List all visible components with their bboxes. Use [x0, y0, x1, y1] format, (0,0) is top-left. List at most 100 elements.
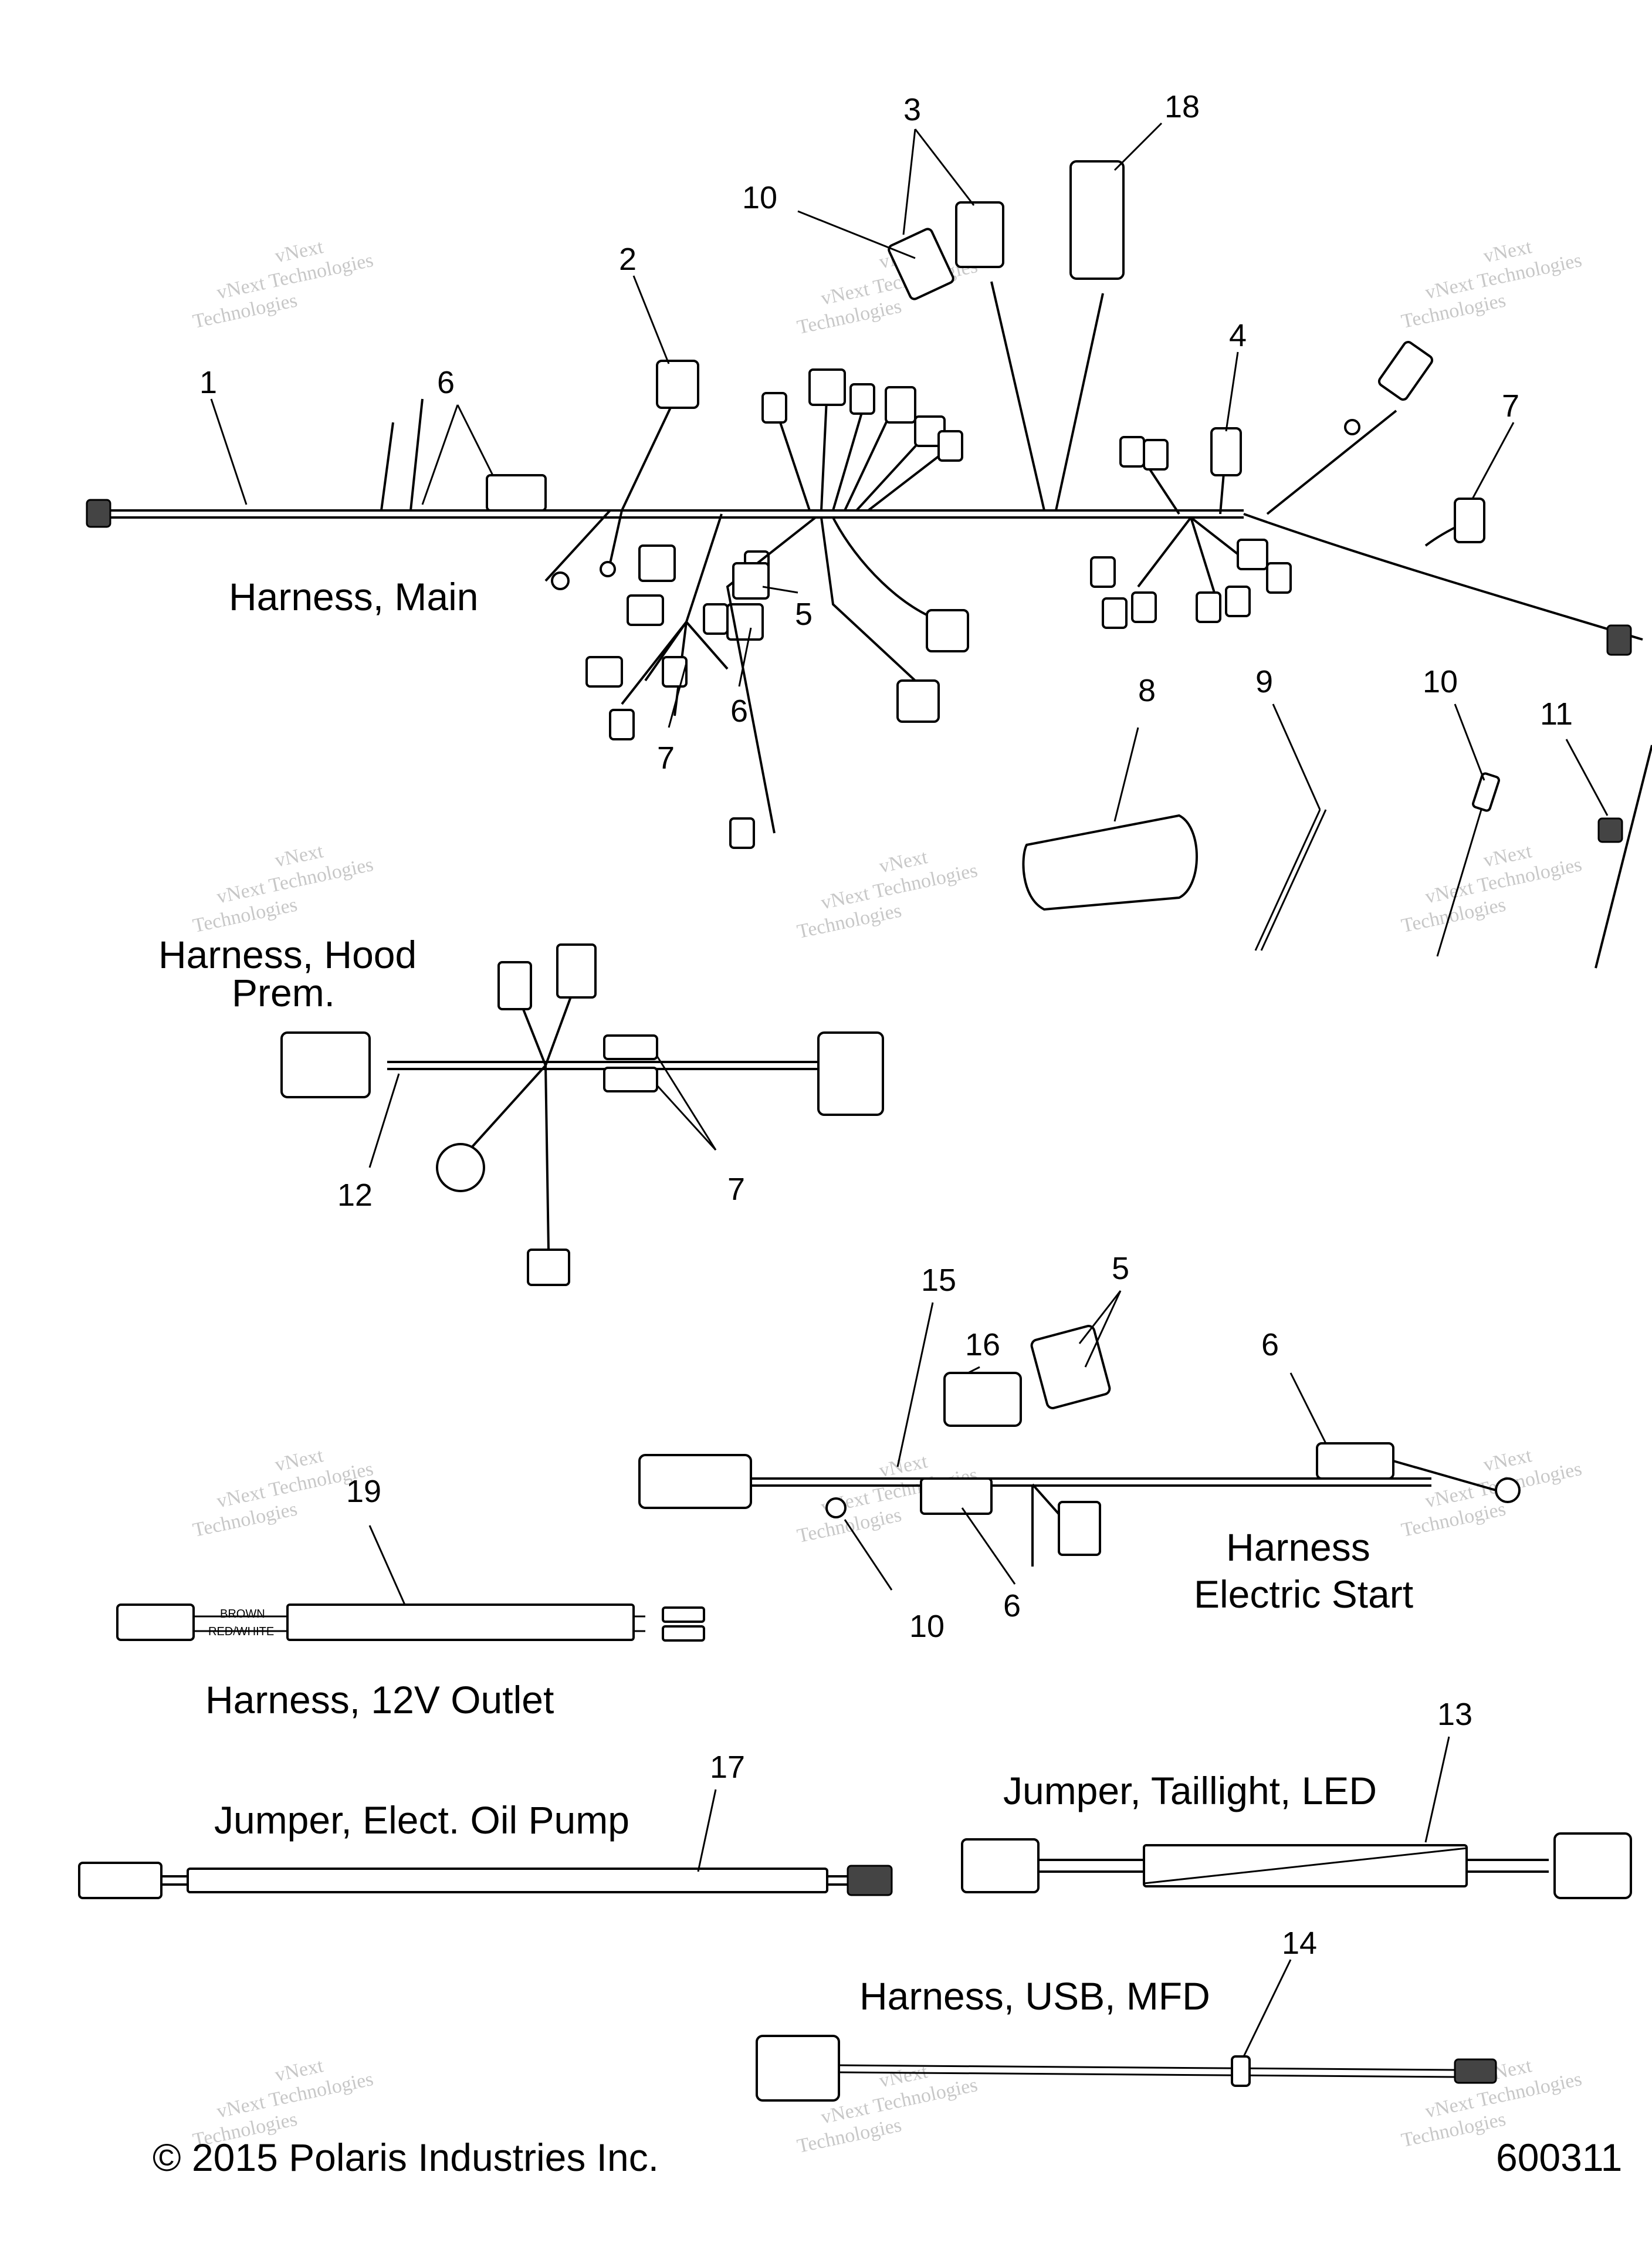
- leader-line: [1565, 739, 1609, 816]
- center-connector: [849, 383, 875, 415]
- callout-number: 13: [1437, 1697, 1472, 1732]
- hood-harness: [280, 943, 884, 1286]
- main-branch-wire: [644, 621, 688, 682]
- right-cluster-connector: [1225, 586, 1251, 617]
- callout-number: 9: [1255, 664, 1273, 699]
- main-branch-wire: [832, 517, 945, 623]
- callout-number: 11: [1540, 696, 1573, 732]
- right-cluster-connector: [1131, 591, 1157, 623]
- main-branch-wire: [685, 621, 729, 670]
- boot-8: [1022, 814, 1198, 911]
- hood-branch-wire: [544, 985, 576, 1066]
- caption-harness-main: Harness, Main: [229, 575, 479, 618]
- hood-branch-wire: [544, 1065, 550, 1250]
- leader-line: [914, 128, 975, 206]
- watermark: vNext vNext Technologies Technologies: [1399, 840, 1583, 937]
- hood-right-connector: [817, 1031, 884, 1116]
- clip-11: [1597, 817, 1623, 843]
- leader-line: [738, 627, 752, 687]
- cluster-connector: [703, 603, 729, 635]
- main-branch-wire: [609, 510, 623, 564]
- callout-number: 6: [1003, 1588, 1021, 1623]
- callout-number: 3: [903, 92, 921, 127]
- callout-number: 18: [1164, 89, 1200, 124]
- fuse-holder-16: [943, 1372, 1022, 1427]
- main-connector-2: [656, 360, 699, 409]
- module-18: [1069, 160, 1125, 280]
- main-branch-wire: [867, 451, 946, 512]
- usb-left-connector: [756, 2035, 840, 2102]
- main-left-end-connector: [86, 499, 111, 528]
- main-branch-wire: [380, 422, 394, 511]
- leader-line: [902, 128, 916, 235]
- main-branch-wire: [544, 509, 611, 582]
- main-lower-connector: [926, 609, 969, 652]
- leader-line: [656, 1056, 717, 1151]
- cluster-connector: [662, 656, 688, 688]
- leader-line: [1454, 703, 1485, 781]
- main-connector-5: [732, 562, 770, 600]
- wire-color-label: RED/WHITE: [208, 1625, 274, 1638]
- leader-line: [632, 275, 670, 364]
- usb-wire: [838, 2064, 1455, 2071]
- usb-right-connector: [1454, 2058, 1497, 2084]
- usb-mfd-harness: [756, 2035, 1497, 2102]
- cable-tie-9: [1260, 809, 1327, 951]
- leader-line: [961, 1507, 1016, 1585]
- right-cluster-connector: [1119, 436, 1145, 468]
- main-branch-wire: [1190, 517, 1216, 593]
- caption-jumper-oil-pump: Jumper, Elect. Oil Pump: [214, 1798, 629, 1842]
- watermark: vNext vNext Technologies Technologies: [795, 846, 979, 943]
- callout-number: 6: [1261, 1327, 1279, 1362]
- right-cluster-connector: [1266, 562, 1292, 594]
- callout-number: 6: [437, 365, 455, 400]
- connector-6: [1316, 1442, 1394, 1480]
- caption-harness-hood: Harness, Hood: [158, 933, 417, 976]
- oil-pump-right-connector: [847, 1865, 893, 1896]
- main-branch-wire: [621, 398, 676, 511]
- estart-left-connector: [638, 1454, 752, 1509]
- usb-grommet: [1231, 2055, 1251, 2087]
- callout-number: 12: [337, 1178, 373, 1213]
- leader-line: [967, 1366, 980, 1374]
- leader-line: [368, 1073, 400, 1168]
- center-connector: [885, 386, 916, 424]
- main-right-end-connector: [1606, 624, 1632, 656]
- main-harness: [86, 160, 1652, 969]
- leader-line: [762, 586, 798, 594]
- right-cluster-connector: [1090, 556, 1116, 588]
- main-connector-7: [1454, 498, 1485, 543]
- taillight-right-connector: [1553, 1832, 1632, 1899]
- taillight-left-connector: [961, 1838, 1040, 1893]
- callout-number: 17: [710, 1750, 745, 1785]
- main-branch-wire: [820, 517, 916, 682]
- main-lower-connector: [896, 679, 940, 723]
- main-branch-wire: [990, 281, 1045, 511]
- outlet-12v-connector: [116, 1604, 195, 1641]
- caption-harness-estart: Harness: [1226, 1525, 1370, 1569]
- watermark: vNext vNext Technologies Technologies: [191, 840, 375, 937]
- taillight-jumper: [961, 1832, 1632, 1899]
- main-branch-wire: [855, 439, 922, 512]
- copyright-text: © 2015 Polaris Industries Inc.: [153, 2136, 659, 2179]
- callout-number: 6: [730, 694, 748, 729]
- callout-number: 10: [909, 1609, 945, 1644]
- callout-number: 10: [1423, 664, 1458, 699]
- leader-line: [1113, 727, 1139, 822]
- right-cluster-connector: [1237, 539, 1268, 570]
- oil-pump-jumper: [78, 1862, 893, 1899]
- leader-line: [1289, 1372, 1327, 1444]
- main-upper-right-connector: [1377, 341, 1434, 401]
- leader-line: [368, 1525, 406, 1605]
- watermark: vNext vNext Technologies Technologies: [191, 236, 375, 333]
- estart-ring-terminal: [1495, 1477, 1521, 1503]
- leader-line: [1078, 1290, 1122, 1344]
- leader-line: [1424, 1736, 1450, 1843]
- connector-5: [1030, 1325, 1111, 1409]
- connector-4: [1210, 427, 1242, 476]
- main-branch-wire: [779, 422, 811, 511]
- hood-connector: [497, 961, 532, 1010]
- callout-number: 5: [795, 597, 813, 632]
- hood-branch-wire: [468, 1064, 547, 1151]
- callout-number: 5: [1112, 1251, 1129, 1286]
